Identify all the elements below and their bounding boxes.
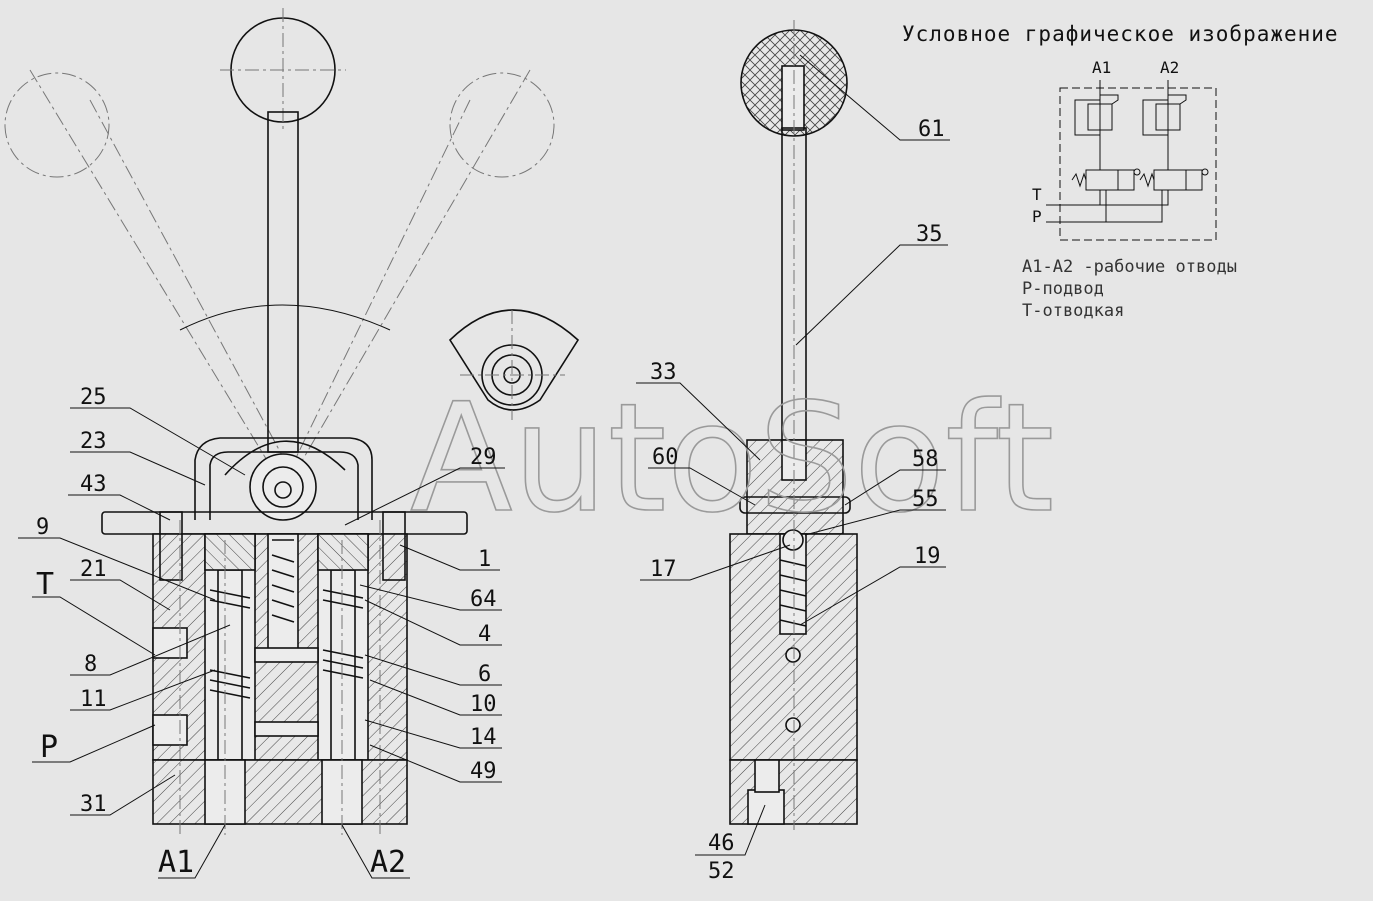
callout-35: 35 <box>916 222 943 247</box>
callout-9: 9 <box>36 515 49 540</box>
legend-port-p: P <box>1032 207 1042 226</box>
callout-46: 46 <box>708 831 735 856</box>
port-t-label: T <box>36 567 54 602</box>
callout-23: 23 <box>80 429 107 454</box>
callout-4: 4 <box>478 622 491 647</box>
callout-17: 17 <box>650 557 677 582</box>
legend-title: Условное графическое изображение <box>902 22 1339 46</box>
callout-55: 55 <box>912 487 939 512</box>
legend-port-a2: A2 <box>1160 58 1179 77</box>
port-a1-label: A1 <box>158 845 194 880</box>
lever-pivot <box>249 453 317 521</box>
callout-58: 58 <box>912 447 939 472</box>
side-view <box>729 20 858 830</box>
front-view <box>4 8 555 835</box>
callout-11: 11 <box>80 687 107 712</box>
callout-60: 60 <box>652 445 679 470</box>
callout-labels: 25 23 43 9 21 T 8 11 P 31 A1 A2 29 1 64 … <box>36 117 945 884</box>
watermark: AutoSoft <box>410 372 1054 546</box>
legend-note-2: P-подвод <box>1022 279 1104 299</box>
callout-8: 8 <box>84 652 97 677</box>
callout-64: 64 <box>470 587 497 612</box>
callout-43: 43 <box>80 472 107 497</box>
callout-1: 1 <box>478 547 491 572</box>
callout-6: 6 <box>478 662 491 687</box>
ghost-knob-right <box>449 72 555 178</box>
lever-rod <box>267 111 299 453</box>
callout-33: 33 <box>650 360 677 385</box>
cam-detail <box>448 309 580 420</box>
legend-port-a1: A1 <box>1092 58 1111 77</box>
legend-note-1: A1-A2 -рабочие отводы <box>1022 257 1237 277</box>
callout-10: 10 <box>470 692 497 717</box>
hydraulic-symbol-legend: Условное графическое изображение A1 A2 T… <box>902 22 1339 321</box>
legend-note-3: T-отводкая <box>1022 301 1124 321</box>
callout-21: 21 <box>80 557 107 582</box>
callout-49: 49 <box>470 759 497 784</box>
legend-port-t: T <box>1032 185 1042 204</box>
callout-19: 19 <box>914 544 941 569</box>
port-p-label: P <box>40 730 58 765</box>
callout-25: 25 <box>80 385 107 410</box>
cover <box>194 437 373 520</box>
valve-base <box>152 759 408 825</box>
ghost-knob-left <box>4 72 110 178</box>
callout-29: 29 <box>470 445 497 470</box>
callout-31: 31 <box>80 792 107 817</box>
callout-leaders <box>18 54 950 879</box>
port-a2-label: A2 <box>370 845 406 880</box>
callout-52: 52 <box>708 859 735 884</box>
callout-61: 61 <box>918 117 945 142</box>
callout-14: 14 <box>470 725 497 750</box>
